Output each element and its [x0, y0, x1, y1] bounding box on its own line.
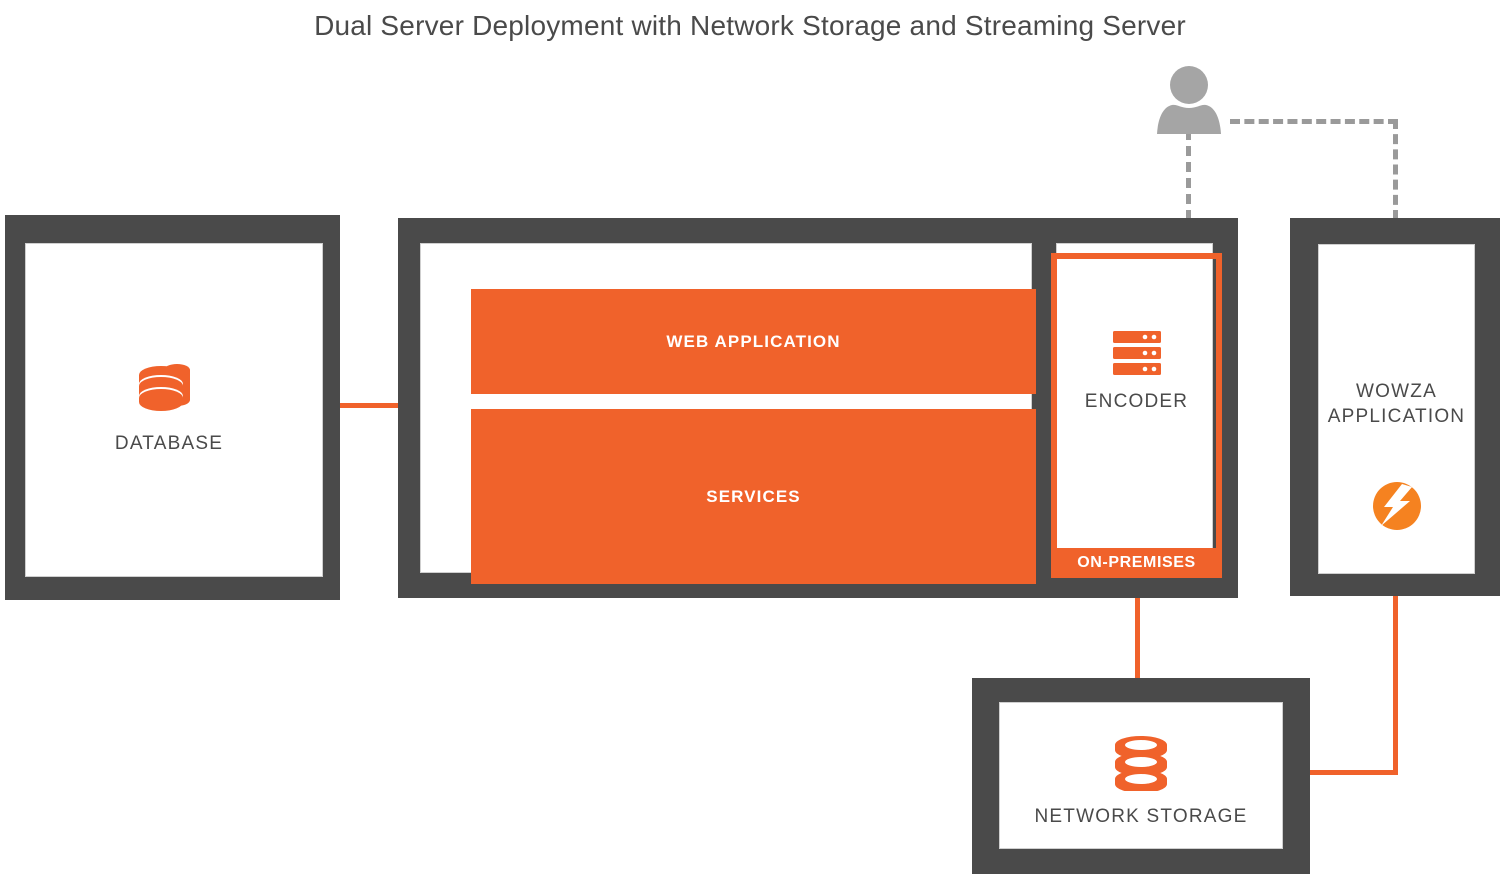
database-node-content: DATABASE — [25, 360, 313, 457]
on-premises-label: ON-PREMISES — [1077, 554, 1196, 571]
connector-user-to-wowza-vertical — [1393, 119, 1398, 220]
connector-database-to-app-server — [340, 403, 398, 408]
database-inner-panel — [25, 243, 323, 577]
connector-user-to-wowza-horizontal — [1230, 119, 1398, 124]
connector-wowza-to-network-storage — [1308, 770, 1398, 775]
wowza-server-box[interactable] — [1290, 218, 1500, 596]
database-server-box[interactable] — [5, 215, 340, 600]
encoder-label: ENCODER — [1084, 391, 1189, 412]
wowza-node-content: WOWZA APPLICATION — [1318, 380, 1475, 531]
network-storage-node-content: NETWORK STORAGE — [999, 735, 1283, 830]
wowza-logo-icon — [1372, 482, 1421, 531]
web-application-label: WEB APPLICATION — [666, 331, 841, 351]
web-application-band[interactable]: WEB APPLICATION — [471, 289, 1036, 394]
user-person-icon — [1157, 66, 1221, 134]
disk-stack-icon — [1115, 736, 1167, 791]
connector-user-to-app-server — [1186, 130, 1191, 220]
encoder-highlight-outline[interactable] — [1051, 253, 1222, 578]
encoder-node-content: ENCODER — [1056, 330, 1217, 415]
connector-wowza-vertical — [1393, 596, 1398, 772]
diagram-title: Dual Server Deployment with Network Stor… — [314, 10, 1186, 41]
network-storage-label: NETWORK STORAGE — [1034, 806, 1248, 827]
services-band[interactable]: SERVICES — [471, 409, 1036, 584]
services-label: SERVICES — [706, 486, 801, 506]
on-premises-banner: ON-PREMISES — [1051, 548, 1222, 578]
database-label: DATABASE — [114, 433, 224, 454]
database-cylinder-icon — [139, 364, 190, 411]
application-server-inner-panel: WEB APPLICATION SERVICES — [420, 243, 1036, 584]
wowza-label: WOWZA APPLICATION — [1327, 381, 1466, 427]
connector-encoder-to-network-storage — [1135, 598, 1140, 680]
server-rack-icon — [1112, 331, 1161, 375]
